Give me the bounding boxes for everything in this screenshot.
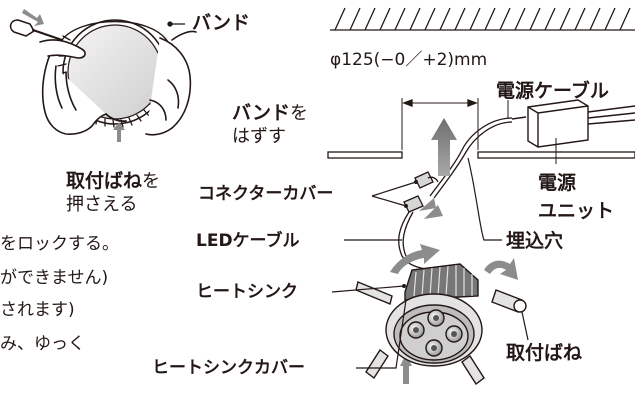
- led-cable-label: LEDケーブル: [196, 231, 300, 251]
- embed-hole-label: 埋込穴: [506, 230, 564, 252]
- power-unit: [511, 99, 635, 148]
- ceiling-hatch: [334, 7, 631, 31]
- insert-arrow: [431, 118, 457, 176]
- band-label: バンド: [192, 12, 250, 34]
- small-arrows: [390, 198, 518, 384]
- power-cable: [429, 100, 557, 199]
- left-leaders: [167, 21, 185, 27]
- leader-lines: [331, 157, 529, 369]
- hands-illustration: [9, 19, 197, 136]
- connector-assembly: [398, 171, 439, 271]
- dimension-label: φ125(−0／+2)mm: [330, 50, 488, 70]
- power-cable-label: 電源ケーブル: [496, 80, 609, 102]
- power-unit-label-line1: 電源: [538, 172, 577, 194]
- press-spring-suffix: を: [142, 171, 161, 192]
- heat-sink-label: ヒートシンク: [196, 282, 298, 302]
- press-spring-line2: 押さえる: [66, 194, 138, 215]
- remove-band-bold: バンド: [232, 102, 290, 124]
- downlight-fixture: [355, 263, 527, 386]
- body-text-line4: み、ゆっく: [0, 334, 85, 354]
- remove-band-line2: はずす: [232, 126, 286, 147]
- press-spring-bold: 取付ばね: [66, 170, 143, 192]
- body-text-line3: されます): [0, 300, 75, 320]
- body-text-line2: ができません): [0, 268, 109, 288]
- remove-band-label: バンドを: [232, 104, 308, 123]
- press-spring-label: 取付ばねを: [66, 172, 160, 191]
- left-arrows: [22, 9, 125, 142]
- heat-sink-cover-label: ヒートシンクカバー: [152, 358, 305, 378]
- mounting-spring-label: 取付ばね: [506, 342, 583, 364]
- connector-cover-label: コネクターカバー: [198, 184, 334, 204]
- body-text-line1: をロックする。: [0, 234, 119, 254]
- remove-band-suffix: を: [289, 103, 308, 124]
- power-unit-label-line2: ユニット: [538, 200, 615, 222]
